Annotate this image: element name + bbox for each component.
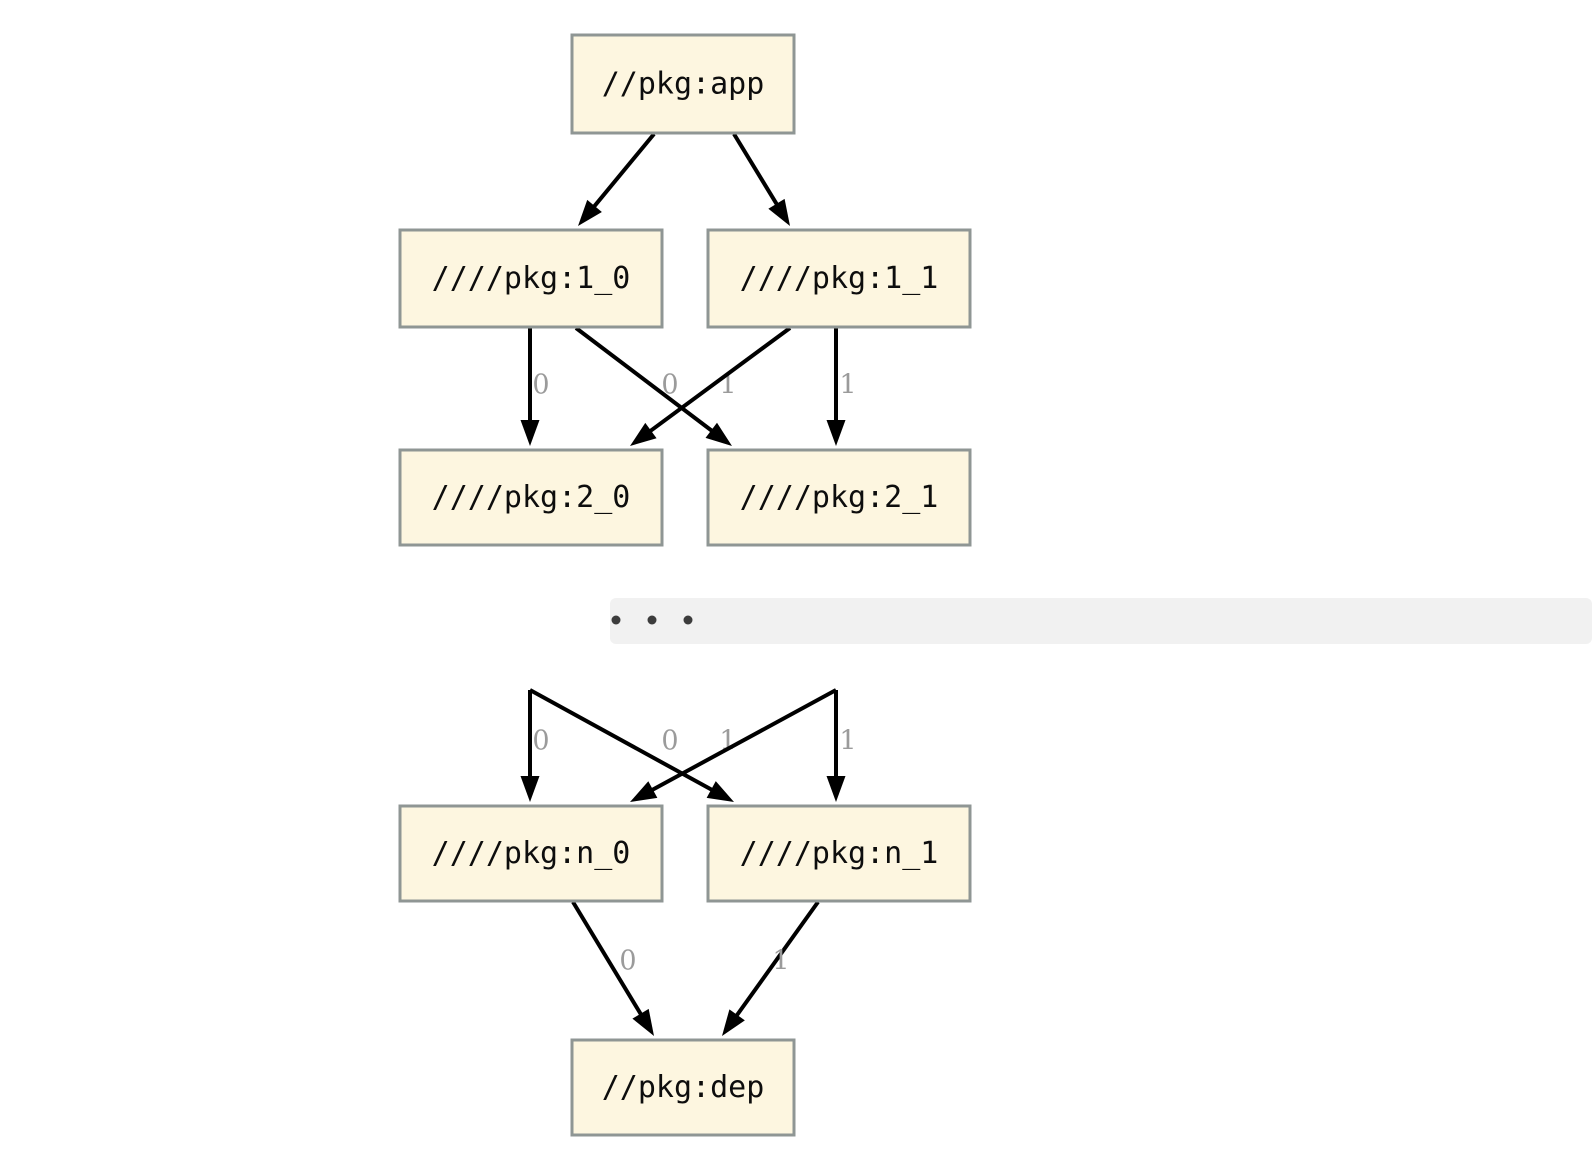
- edge-label: 0: [661, 726, 678, 757]
- node-box[interactable]: [398, 804, 664, 903]
- node-ln_0[interactable]: ////pkg:n_0: [398, 804, 664, 903]
- node-ln_1[interactable]: ////pkg:n_1: [706, 804, 972, 903]
- edge-line: [574, 326, 716, 435]
- edge-arrowhead: [630, 422, 657, 446]
- edge-arrowhead: [578, 199, 602, 226]
- node-l2_1[interactable]: ////pkg:2_1: [706, 448, 972, 547]
- edge-arrowhead: [722, 1009, 745, 1036]
- edge-e-dang-n_0: 0: [520, 690, 550, 802]
- ellipsis-layer: [610, 598, 1592, 644]
- edge-line: [733, 900, 820, 1020]
- edge-line: [529, 688, 716, 794]
- edge-label: 0: [532, 726, 549, 757]
- node-l2_0[interactable]: ////pkg:2_0: [398, 448, 664, 547]
- edge-arrowhead: [826, 420, 846, 446]
- node-label: //pkg:dep: [602, 1070, 765, 1105]
- node-l1_1[interactable]: ////pkg:1_1: [706, 228, 972, 329]
- node-box[interactable]: [706, 804, 972, 903]
- node-dep[interactable]: //pkg:dep: [570, 1038, 796, 1137]
- node-box[interactable]: [570, 33, 796, 135]
- edge-arrowhead: [520, 420, 540, 446]
- edge-label: 1: [772, 946, 789, 977]
- ellipsis-band: [610, 598, 1592, 644]
- edge-arrowhead: [705, 422, 732, 446]
- ellipsis-dot-0: [611, 615, 621, 625]
- edge-e-n_1-dep: 1: [722, 900, 820, 1036]
- edge-arrowhead: [706, 781, 734, 802]
- edge-arrowhead: [632, 1008, 654, 1036]
- edge-arrowhead: [826, 776, 846, 802]
- edge-arrowhead: [520, 776, 540, 802]
- node-label: ////pkg:2_1: [740, 480, 939, 515]
- nodes-layer: //pkg:app ////pkg:1_0 ////pkg:1_1 ////pkg:2…: [398, 33, 972, 1137]
- node-box[interactable]: [570, 1038, 796, 1137]
- edge-e-n_0-dep: 0: [571, 900, 654, 1036]
- node-label: ////pkg:n_1: [740, 836, 939, 871]
- node-label: ////pkg:1_0: [432, 261, 631, 296]
- edge-line: [732, 132, 781, 209]
- node-app[interactable]: //pkg:app: [570, 33, 796, 135]
- edge-line: [648, 688, 837, 794]
- edge-e-dang-n_1: 1: [529, 688, 737, 802]
- edge-e-dang2-n_0: 0: [630, 688, 837, 802]
- edge-e-1_0-2_0: 0: [520, 328, 550, 446]
- edge-e-dang2-n_1: 1: [826, 690, 857, 802]
- edge-arrowhead: [768, 198, 790, 226]
- edge-e-app-1_1: [732, 132, 790, 226]
- ellipsis-dot-1: [647, 615, 657, 625]
- edge-line: [571, 900, 645, 1019]
- node-box[interactable]: [706, 448, 972, 547]
- edge-arrowhead: [630, 781, 658, 802]
- node-label: ////pkg:n_0: [432, 836, 631, 871]
- edge-label: 1: [719, 726, 736, 757]
- ellipsis-dot-2: [683, 615, 693, 625]
- node-box[interactable]: [706, 228, 972, 329]
- edge-label: 0: [661, 370, 678, 401]
- node-box[interactable]: [398, 448, 664, 547]
- node-box[interactable]: [398, 228, 664, 329]
- edge-line: [646, 326, 792, 435]
- edge-label: 0: [619, 946, 636, 977]
- edge-e-app-1_0: [578, 132, 656, 226]
- node-label: ////pkg:1_1: [740, 261, 939, 296]
- edge-label: 1: [839, 370, 856, 401]
- node-label: ////pkg:2_0: [432, 480, 631, 515]
- node-l1_0[interactable]: ////pkg:1_0: [398, 228, 664, 329]
- edge-line: [590, 132, 656, 211]
- node-label: //pkg:app: [602, 67, 765, 102]
- edge-label: 0: [532, 370, 549, 401]
- edge-e-1_1-2_1: 1: [826, 328, 857, 446]
- edge-e-1_1-2_0: 0: [630, 326, 792, 446]
- edge-label: 1: [839, 726, 856, 757]
